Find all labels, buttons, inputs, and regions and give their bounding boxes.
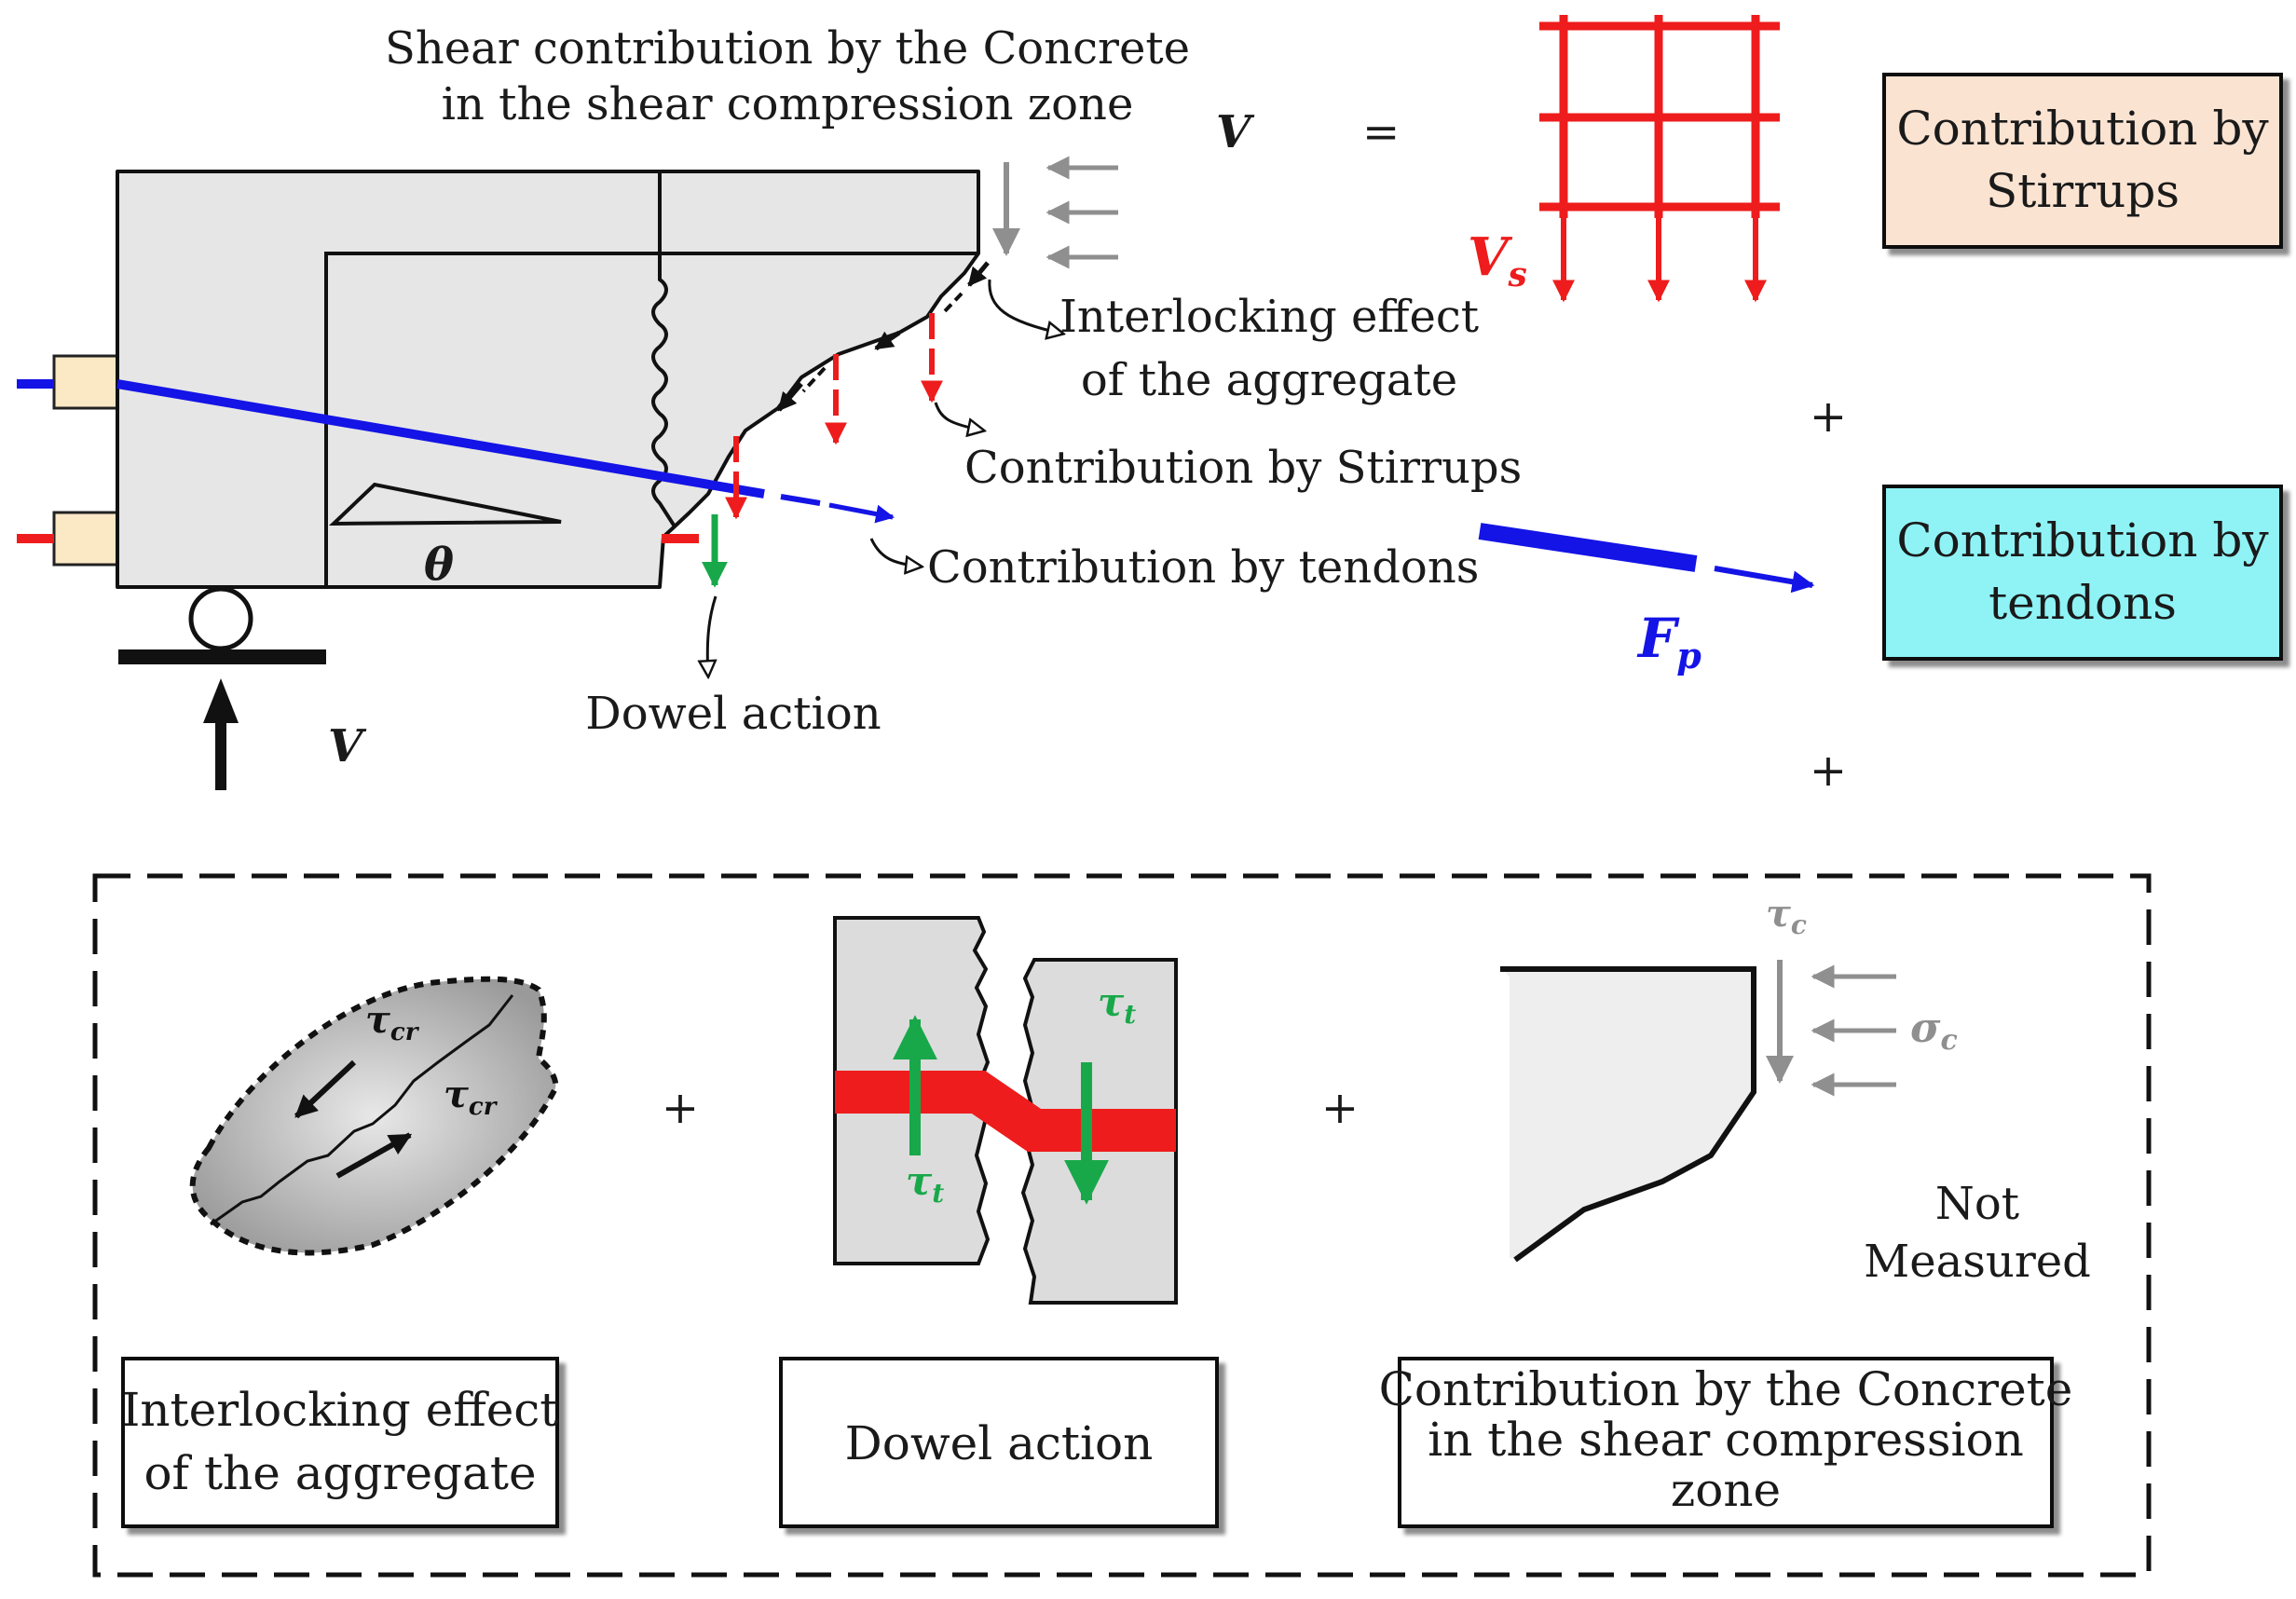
label-shear-conc-line1: Shear contribution by the Concrete <box>385 22 1190 75</box>
callout-stirrups <box>934 402 983 430</box>
Fp-arrow-tip <box>1714 566 1815 594</box>
support-plate <box>118 649 326 664</box>
tendon-dash-1 <box>780 494 821 506</box>
callout-tendons <box>869 538 921 567</box>
bottom-panel <box>92 873 2152 1578</box>
tau-t-label-1: τt <box>1098 979 1136 1030</box>
concrete-box <box>1398 1357 2054 1528</box>
callout-interlock <box>988 279 1062 334</box>
theta-wedge <box>328 482 562 526</box>
interlock-arrows <box>777 261 990 412</box>
label-interlock-line2: of the aggregate <box>1081 354 1457 406</box>
stirrup-arrows <box>725 313 943 520</box>
plus-right-1: + <box>1810 390 1847 443</box>
reaction-V-label: V <box>328 720 367 772</box>
dowel-illustration: τt τt <box>833 916 1178 1305</box>
tendons-box <box>1882 485 2283 661</box>
concrete-box-line1: Contribution by the Concrete <box>1379 1362 2073 1416</box>
interlock-box <box>121 1357 559 1528</box>
tendon-anchor-top <box>52 354 119 410</box>
plus-bottom-2: + <box>1321 1082 1359 1134</box>
aggregate-crack <box>210 994 514 1226</box>
reaction-arrow-head <box>203 678 239 723</box>
Fp-arrow-shaft <box>1478 523 1698 572</box>
equation-equals: = <box>1362 106 1400 158</box>
stirrup-grid-arrows <box>1552 218 1767 303</box>
dowel-box-label: Dowel action <box>845 1416 1154 1470</box>
stirrups-box-line2: Stirrups <box>1986 164 2180 218</box>
interlock-box-line1: Interlocking effect <box>122 1383 559 1437</box>
Vs-label: Vs <box>1468 226 1527 294</box>
theta-label: θ <box>424 539 454 591</box>
label-interlock-line1: Interlocking effect <box>1059 291 1479 343</box>
roller-support <box>188 586 253 651</box>
tau-cr-label-2: τcr <box>444 1073 499 1121</box>
tendon-arrow <box>828 502 895 524</box>
label-stirrups: Contribution by Stirrups <box>964 442 1522 494</box>
plus-bottom-1: + <box>662 1082 699 1134</box>
stirrup-grid <box>1539 15 1780 218</box>
sigma-c-label: σc <box>1910 1004 1958 1057</box>
compression-zone-outline <box>1500 966 1756 1263</box>
aggregate-interlock-illustration: τcr τcr <box>189 976 559 1256</box>
Fp-label: Fp <box>1636 607 1702 676</box>
tau-c-label: τc <box>1766 892 1807 940</box>
not-measured-line1: Not <box>1935 1178 2019 1230</box>
equation-V: V <box>1216 106 1255 158</box>
callout-dowel <box>707 595 716 676</box>
tau-cr-label-1: τcr <box>365 998 420 1046</box>
interlock-box-line2: of the aggregate <box>144 1446 536 1500</box>
label-shear-conc-line2: in the shear compression zone <box>442 78 1134 130</box>
stirrups-box <box>1882 73 2283 249</box>
aggregate-arrow-left <box>294 1059 357 1119</box>
tau-t-label-2: τt <box>906 1158 944 1209</box>
aggregate-arrow-right <box>335 1132 413 1179</box>
tendons-box-line1: Contribution by <box>1896 513 2269 567</box>
compression-zone-illustration: τc σc <box>1500 892 1958 1263</box>
label-dowel: Dowel action <box>585 688 881 740</box>
concrete-box-line2: in the shear compression <box>1428 1413 2024 1467</box>
plus-right-2: + <box>1810 745 1847 797</box>
tendon-anchor-bottom <box>52 511 119 567</box>
not-measured-line2: Measured <box>1864 1236 2091 1288</box>
compression-zone-shape <box>1502 969 1754 1258</box>
aggregate-blob <box>189 976 559 1256</box>
beam-body <box>116 170 980 589</box>
concrete-box-line3: zone <box>1671 1463 1781 1517</box>
beam-group: θ V <box>17 156 1118 790</box>
crack-zigzag <box>651 253 676 528</box>
tendons-box-line2: tendons <box>1988 576 2177 630</box>
tendon-line <box>116 379 765 499</box>
label-tendons: Contribution by tendons <box>927 541 1479 594</box>
dowel-box <box>779 1357 1219 1528</box>
stirrups-box-line1: Contribution by <box>1896 102 2269 156</box>
beam-web-outline <box>324 252 978 587</box>
dowel-bar <box>835 1071 1176 1152</box>
